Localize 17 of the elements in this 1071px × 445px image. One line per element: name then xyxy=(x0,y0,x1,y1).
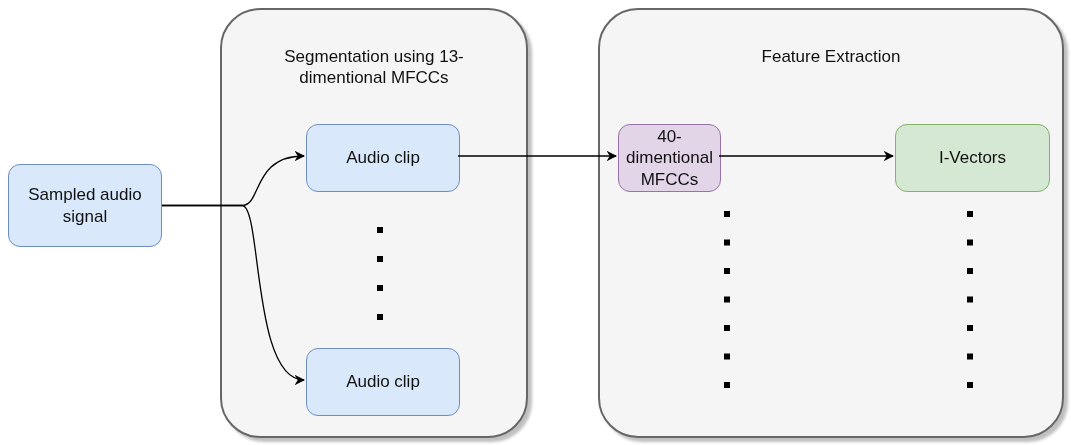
process-box xyxy=(8,164,162,247)
box-label: I-Vectors xyxy=(938,147,1007,169)
group-title: Segmentation using 13-dimentional MFCCs xyxy=(283,46,465,89)
group-title: Feature Extraction xyxy=(761,46,901,68)
group-panel xyxy=(598,8,1064,438)
group-panel xyxy=(220,8,528,438)
arrow xyxy=(718,150,895,162)
box-label: Sampled audio signal xyxy=(27,184,143,227)
box-label: Audio clip xyxy=(346,371,420,393)
box-label: Audio clip xyxy=(346,147,420,169)
process-box xyxy=(895,124,1050,192)
process-box xyxy=(306,124,460,192)
process-box xyxy=(306,348,460,416)
box-label: 40-dimentional MFCCs xyxy=(625,126,714,190)
process-box xyxy=(618,124,721,192)
arrow xyxy=(457,150,618,162)
arrow xyxy=(161,204,305,383)
